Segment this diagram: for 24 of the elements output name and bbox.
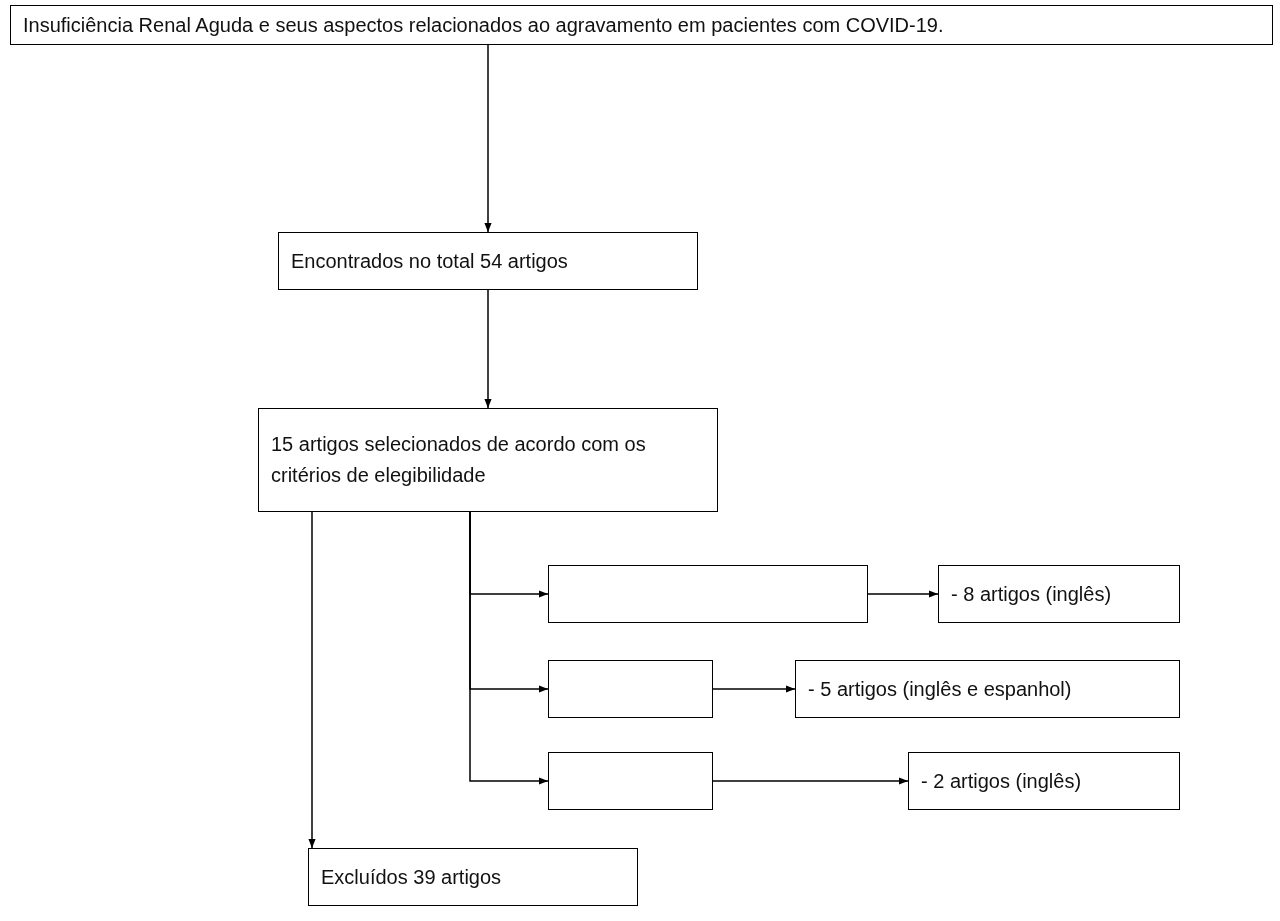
arrow	[712, 777, 909, 785]
box-text: - 5 artigos (inglês e espanhol)	[807, 676, 1073, 702]
arrow	[712, 685, 796, 693]
process-box	[938, 565, 1180, 623]
process-box	[10, 5, 1273, 45]
box-text: Excluídos 39 artigos	[320, 864, 503, 890]
box-text: - 2 artigos (inglês)	[920, 768, 1083, 794]
arrow	[484, 44, 492, 233]
process-box	[278, 232, 698, 290]
arrow	[484, 289, 492, 409]
empty-box	[548, 660, 713, 718]
box-text: - 8 artigos (inglês)	[950, 581, 1113, 607]
empty-box	[548, 752, 713, 810]
arrow	[867, 590, 939, 598]
arrow	[469, 511, 549, 785]
process-box	[258, 408, 718, 512]
process-box	[308, 848, 638, 906]
box-text: 15 artigos selecionados de acordo com os critérios de elegibilidade	[270, 432, 647, 488]
process-box	[908, 752, 1180, 810]
empty-box	[548, 565, 868, 623]
box-text: Insuficiência Renal Aguda e seus aspectos relacionados ao agravamento em pacientes com COVID-19.	[22, 12, 945, 38]
process-box	[795, 660, 1180, 718]
box-text: Encontrados no total 54 artigos	[290, 248, 569, 274]
arrow	[308, 511, 316, 849]
